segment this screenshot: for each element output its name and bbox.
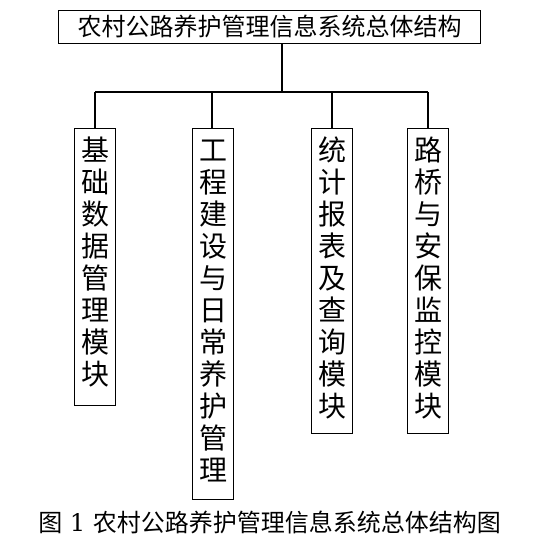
module-node-statistics-query: 统计报表及查询模块	[311, 128, 353, 434]
module-label-construction-maintenance: 工程建设与日常养护管理	[198, 134, 227, 487]
module-node-bridge-security: 路桥与安保监控模块	[407, 128, 449, 434]
root-node: 农村公路养护管理信息系统总体结构	[58, 10, 481, 44]
module-node-basic-data: 基础数据管理模块	[74, 128, 116, 406]
module-node-construction-maintenance: 工程建设与日常养护管理	[192, 128, 234, 500]
module-label-bridge-security: 路桥与安保监控模块	[413, 134, 442, 423]
figure-caption: 图 1 农村公路养护管理信息系统总体结构图	[38, 509, 501, 537]
module-label-statistics-query: 统计报表及查询模块	[317, 134, 346, 423]
module-label-basic-data: 基础数据管理模块	[80, 134, 109, 391]
root-node-label: 农村公路养护管理信息系统总体结构	[77, 13, 462, 41]
